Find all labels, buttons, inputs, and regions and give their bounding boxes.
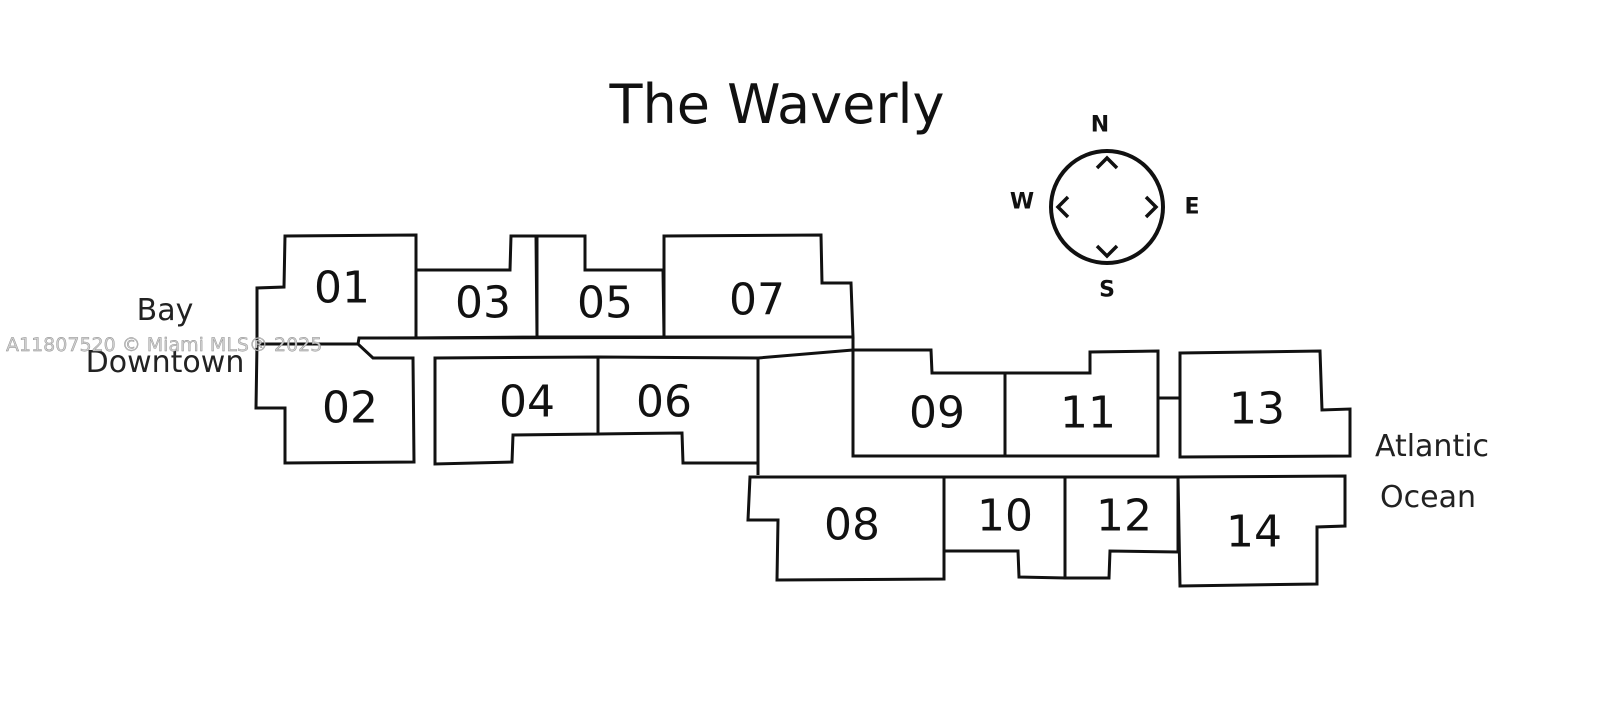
- unit-number-label: 14: [1226, 507, 1282, 558]
- unit-13[interactable]: 13: [1178, 349, 1352, 459]
- unit-14[interactable]: 14: [1176, 474, 1347, 588]
- compass: N S W E: [1010, 113, 1200, 303]
- unit-06[interactable]: 06: [596, 355, 760, 465]
- unit-number-label: 06: [636, 377, 692, 428]
- compass-east-label: E: [1184, 195, 1199, 220]
- unit-10[interactable]: 10: [942, 475, 1067, 580]
- unit-number-label: 11: [1060, 388, 1116, 439]
- compass-west-label: W: [1010, 190, 1034, 215]
- unit-number-label: 07: [729, 275, 785, 326]
- unit-01[interactable]: 01: [255, 233, 418, 346]
- compass-north-label: N: [1091, 113, 1109, 138]
- unit-02[interactable]: 02: [254, 342, 416, 465]
- compass-ring-icon: [1049, 149, 1165, 265]
- compass-north-arrow-icon: [1095, 155, 1119, 170]
- unit-04[interactable]: 04: [433, 355, 600, 466]
- compass-east-arrow-icon: [1144, 195, 1159, 219]
- unit-outline[interactable]: [1176, 474, 1347, 588]
- unit-09[interactable]: 09: [851, 348, 1007, 458]
- unit-12[interactable]: 12: [1063, 475, 1180, 580]
- unit-number-label: 03: [455, 278, 511, 329]
- unit-number-label: 04: [499, 377, 555, 428]
- west-label-line2: Downtown: [86, 345, 245, 380]
- unit-number-label: 12: [1096, 491, 1152, 542]
- corridor-connector: [756, 337, 855, 475]
- unit-number-label: 08: [824, 500, 880, 551]
- unit-11[interactable]: 11: [1003, 349, 1160, 458]
- unit-05[interactable]: 05: [535, 234, 666, 339]
- corridor-line: [358, 335, 854, 340]
- unit-number-label: 09: [909, 388, 965, 439]
- building-title: The Waverly: [609, 73, 945, 136]
- unit-number-label: 02: [322, 383, 378, 434]
- unit-number-label: 05: [577, 278, 633, 329]
- unit-outline[interactable]: [1178, 349, 1352, 459]
- west-label-line1: Bay: [137, 293, 194, 328]
- unit-07[interactable]: 07: [662, 233, 855, 339]
- unit-03[interactable]: 03: [414, 234, 539, 340]
- compass-south-label: S: [1099, 278, 1115, 303]
- compass-south-arrow-icon: [1095, 244, 1119, 259]
- unit-number-label: 10: [977, 491, 1033, 542]
- unit-number-label: 01: [314, 263, 370, 314]
- east-label-line2: Ocean: [1380, 480, 1476, 515]
- compass-west-arrow-icon: [1055, 195, 1070, 219]
- watermark: A11807520 © Miami MLS® 2025: [6, 334, 322, 356]
- unit-number-label: 13: [1229, 384, 1285, 435]
- east-label-line1: Atlantic: [1375, 429, 1489, 464]
- unit-outline[interactable]: [1003, 349, 1160, 458]
- unit-08[interactable]: 08: [746, 475, 946, 582]
- unit-outline[interactable]: [254, 342, 416, 465]
